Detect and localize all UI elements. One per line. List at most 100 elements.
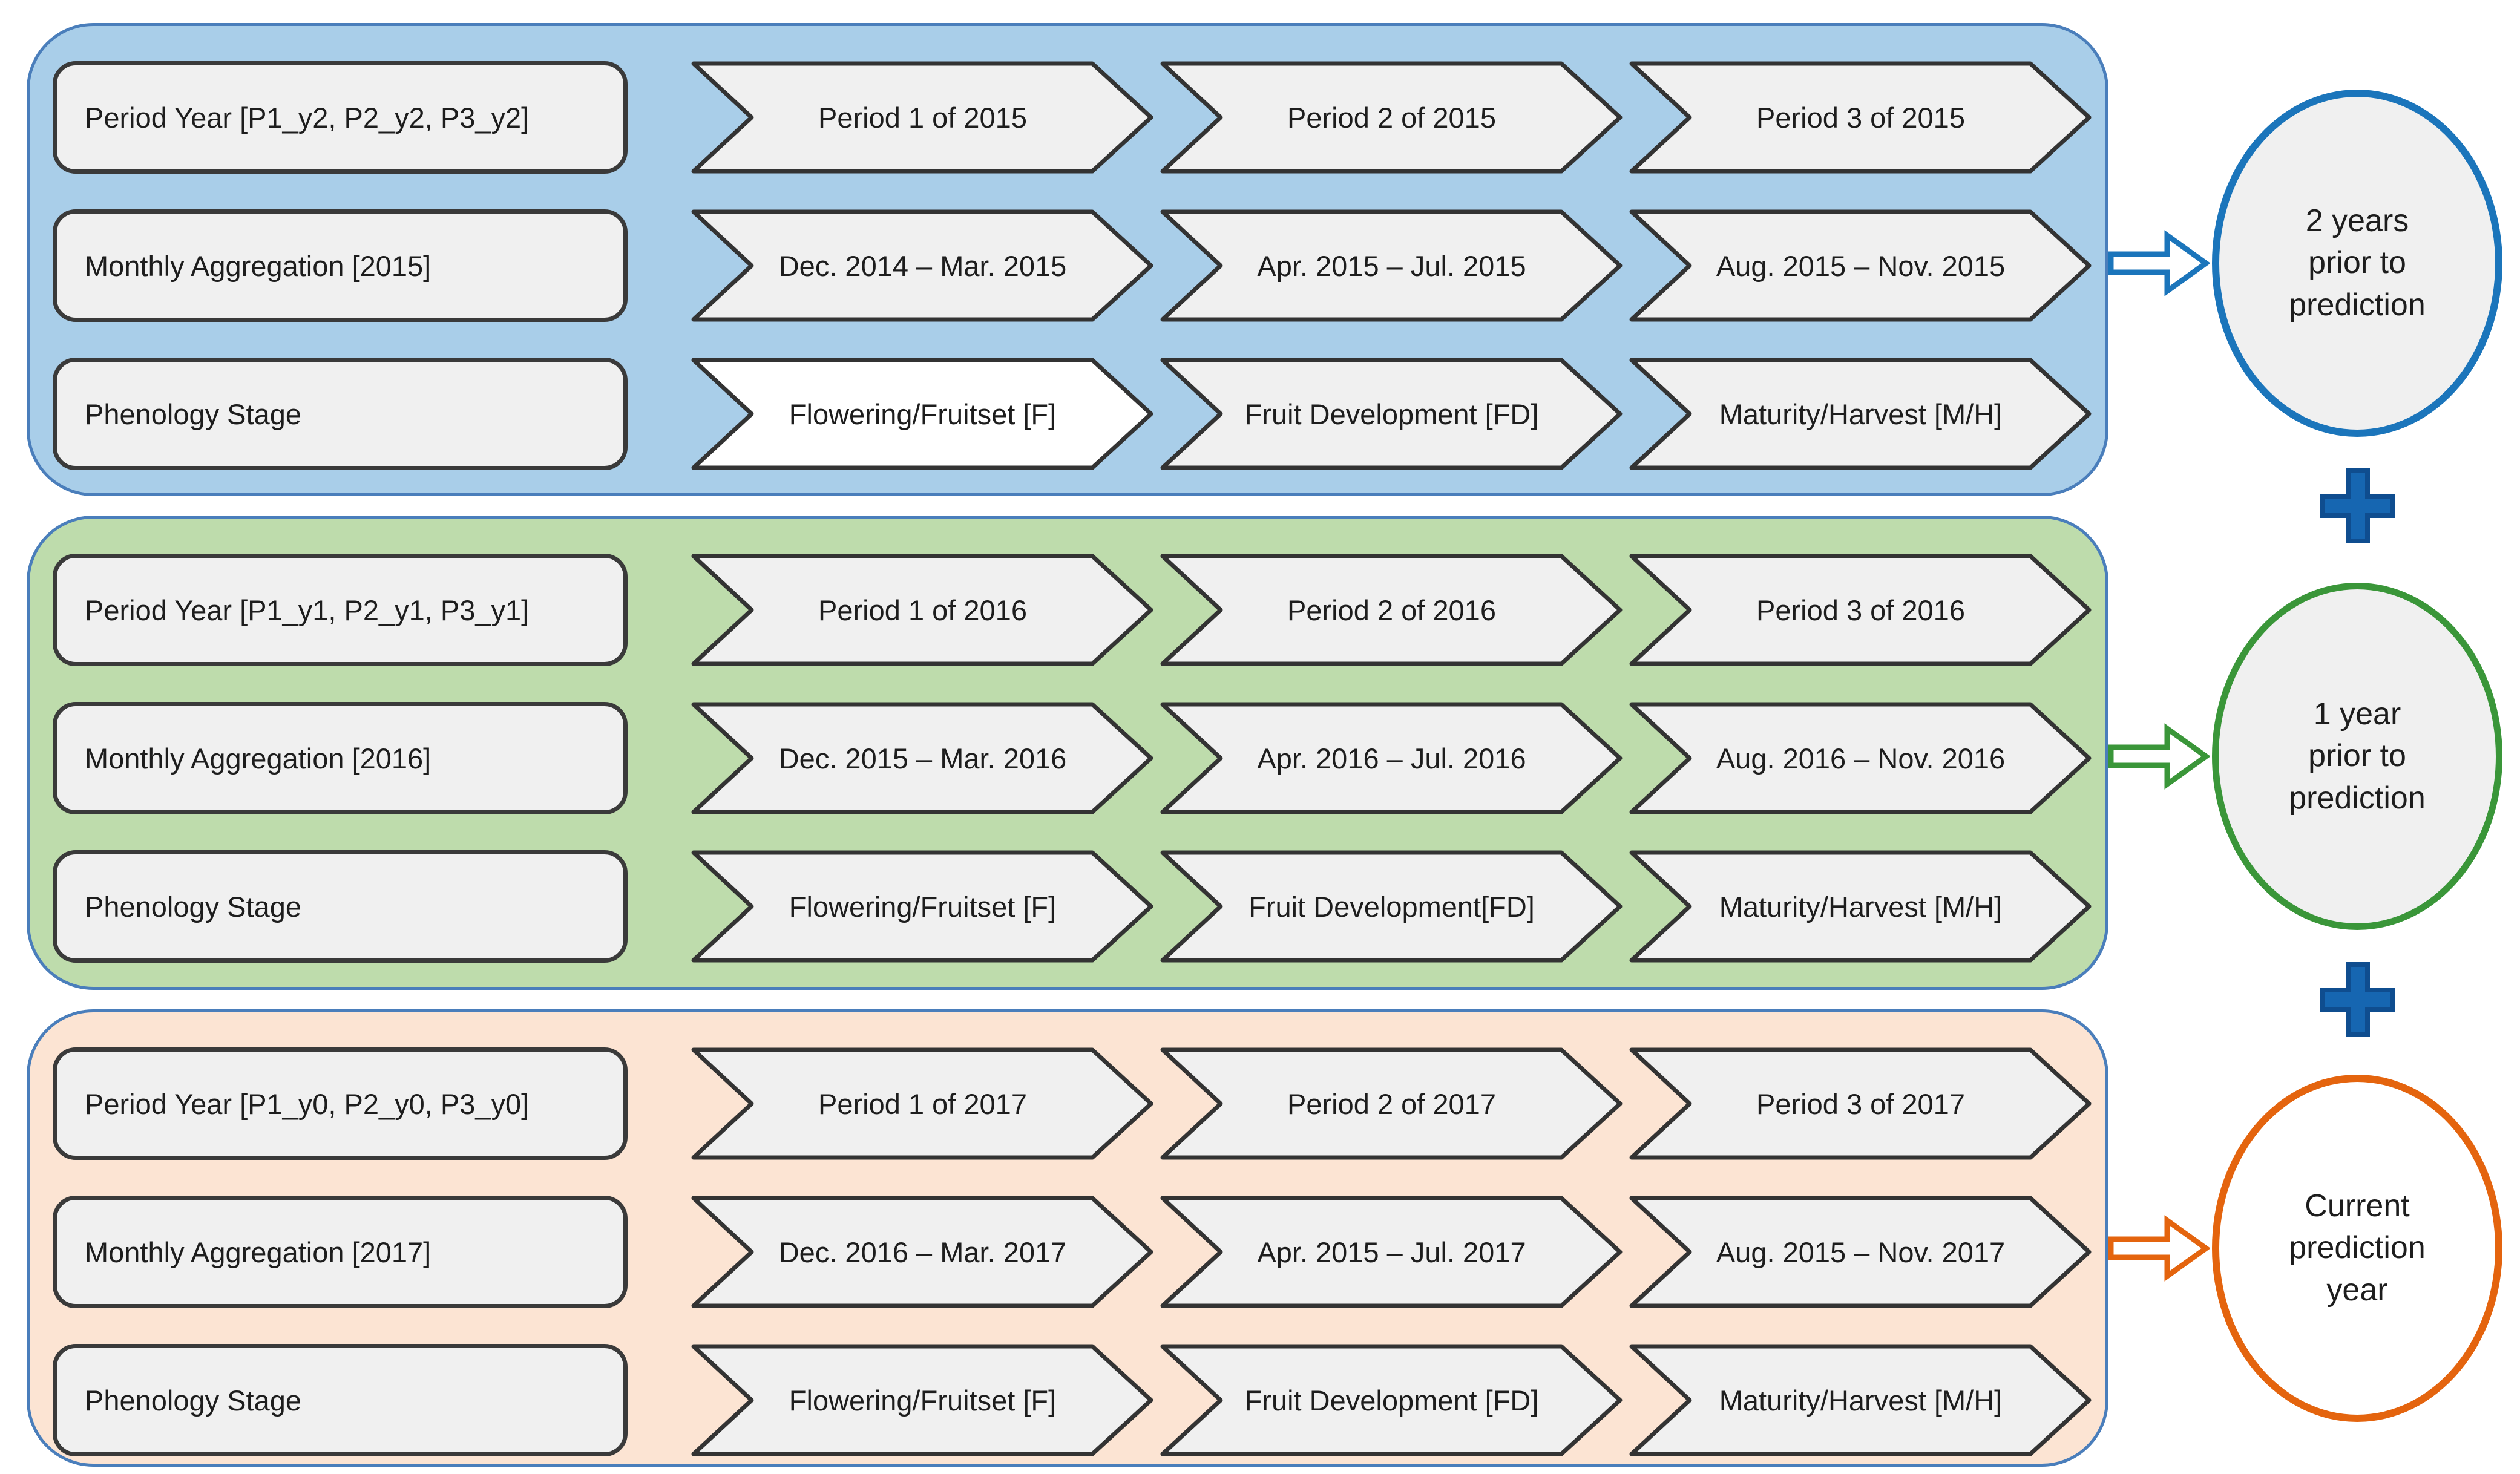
chevron-text: Fruit Development [FD] — [1244, 398, 1539, 430]
chevron-months-3-2017: Aug. 2015 – Nov. 2017 — [1629, 1196, 2092, 1308]
label-text: Period Year [P1_y1, P2_y1, P3_y1] — [85, 594, 530, 626]
chevron-text: Flowering/Fruitset [F] — [789, 398, 1057, 430]
chevron-text: Dec. 2014 – Mar. 2015 — [778, 249, 1067, 282]
chevron-text: Period 2 of 2015 — [1287, 101, 1496, 134]
label-monthly-aggregation-2017: Monthly Aggregation [2017] — [53, 1196, 628, 1308]
label-phenology-stage-2017: Phenology Stage — [53, 1344, 628, 1456]
panel-2017: Period Year [P1_y0, P2_y0, P3_y0] Period… — [27, 1009, 2108, 1467]
chevron-period-3-2017: Period 3 of 2017 — [1629, 1047, 2092, 1160]
label-text: Phenology Stage — [85, 398, 302, 430]
chevron-text: Fruit Development[FD] — [1249, 890, 1535, 923]
chevron-shape-icon — [1629, 358, 2092, 470]
chevron-text: Period 1 of 2015 — [818, 101, 1027, 134]
chevron-text: Aug. 2016 – Nov. 2016 — [1716, 742, 2006, 775]
chevron-text: Apr. 2015 – Jul. 2017 — [1257, 1236, 1526, 1268]
chevron-period-3-2016: Period 3 of 2016 — [1629, 554, 2092, 666]
chevron-months-1-2015: Dec. 2014 – Mar. 2015 — [691, 209, 1154, 322]
circle-text: 2 years prior to prediction — [2289, 203, 2426, 323]
chevron-shape-icon — [1629, 61, 2092, 174]
chevron-flowering-2016: Flowering/Fruitset [F] — [691, 850, 1154, 963]
chevron-fruit-development-2017: Fruit Development [FD] — [1160, 1344, 1623, 1456]
chevron-text: Period 3 of 2016 — [1756, 594, 1965, 626]
circle-text: 1 year prior to prediction — [2289, 696, 2426, 816]
chevron-shape-icon — [691, 702, 1153, 814]
chevron-months-3-2016: Aug. 2016 – Nov. 2016 — [1629, 702, 2092, 814]
chevron-shape-icon — [1629, 209, 2092, 322]
chevron-maturity-harvest-2016: Maturity/Harvest [M/H] — [1629, 850, 2092, 963]
label-text: Monthly Aggregation [2017] — [85, 1236, 431, 1268]
chevron-months-2-2016: Apr. 2016 – Jul. 2016 — [1160, 702, 1623, 814]
plus-icon — [2320, 468, 2395, 543]
chevron-shape-icon — [1629, 850, 2092, 963]
chevron-text: Period 3 of 2015 — [1756, 101, 1965, 134]
circle-2-years-prior: 2 years prior to prediction — [2212, 90, 2502, 437]
chevron-shape-icon — [691, 209, 1153, 322]
chevron-months-1-2017: Dec. 2016 – Mar. 2017 — [691, 1196, 1154, 1308]
chevron-shape-icon — [1629, 1047, 2092, 1160]
chevron-maturity-harvest-2015: Maturity/Harvest [M/H] — [1629, 358, 2092, 470]
label-text: Monthly Aggregation [2016] — [85, 742, 431, 775]
chevron-period-3-2015: Period 3 of 2015 — [1629, 61, 2092, 174]
chevron-shape-icon — [1629, 554, 2092, 666]
chevron-shape-icon — [1160, 209, 1623, 322]
label-monthly-aggregation-2015: Monthly Aggregation [2015] — [53, 209, 628, 322]
chevron-shape-icon — [691, 61, 1153, 174]
block-arrow-right-icon — [2108, 1215, 2210, 1282]
chevron-text: Flowering/Fruitset [F] — [789, 1384, 1057, 1417]
chevron-shape-icon — [1160, 1196, 1623, 1308]
chevron-text: Apr. 2015 – Jul. 2015 — [1257, 249, 1526, 282]
label-period-year-2017: Period Year [P1_y0, P2_y0, P3_y0] — [53, 1047, 628, 1160]
chevron-text: Maturity/Harvest [M/H] — [1719, 398, 2003, 430]
chevron-text: Period 3 of 2017 — [1756, 1087, 1965, 1120]
chevron-fruit-development-2016: Fruit Development[FD] — [1160, 850, 1623, 963]
chevron-flowering-2017: Flowering/Fruitset [F] — [691, 1344, 1154, 1456]
chevron-text: Period 2 of 2016 — [1287, 594, 1496, 626]
chevron-period-2-2016: Period 2 of 2016 — [1160, 554, 1623, 666]
label-text: Phenology Stage — [85, 1384, 302, 1417]
block-arrow-right-icon — [2108, 230, 2210, 296]
chevron-months-1-2016: Dec. 2015 – Mar. 2016 — [691, 702, 1154, 814]
label-text: Phenology Stage — [85, 890, 302, 923]
circle-text: Current prediction year — [2289, 1188, 2426, 1308]
chevron-period-1-2017: Period 1 of 2017 — [691, 1047, 1154, 1160]
chevron-text: Apr. 2016 – Jul. 2016 — [1257, 742, 1526, 775]
chevron-text: Aug. 2015 – Nov. 2015 — [1716, 249, 2006, 282]
chevron-flowering-2015: Flowering/Fruitset [F] — [691, 358, 1154, 470]
panel-2015: Period Year [P1_y2, P2_y2, P3_y2] Period… — [27, 23, 2108, 496]
chevron-period-2-2015: Period 2 of 2015 — [1160, 61, 1623, 174]
chevron-text: Period 1 of 2017 — [818, 1087, 1027, 1120]
chevron-fruit-development-2015: Fruit Development [FD] — [1160, 358, 1623, 470]
label-phenology-stage-2016: Phenology Stage — [53, 850, 628, 963]
label-period-year-2016: Period Year [P1_y1, P2_y1, P3_y1] — [53, 554, 628, 666]
chevron-period-1-2016: Period 1 of 2016 — [691, 554, 1154, 666]
chevron-months-3-2015: Aug. 2015 – Nov. 2015 — [1629, 209, 2092, 322]
chevron-months-2-2017: Apr. 2015 – Jul. 2017 — [1160, 1196, 1623, 1308]
chevron-shape-icon — [1629, 1196, 2092, 1308]
label-text: Period Year [P1_y2, P2_y2, P3_y2] — [85, 101, 530, 134]
chevron-shape-icon — [691, 554, 1153, 666]
chevron-shape-icon — [1160, 850, 1623, 963]
chevron-shape-icon — [1160, 1344, 1623, 1456]
chevron-shape-icon — [691, 1196, 1153, 1308]
chevron-shape-icon — [691, 358, 1153, 470]
chevron-shape-icon — [1160, 554, 1623, 666]
chevron-text: Dec. 2016 – Mar. 2017 — [778, 1236, 1067, 1268]
circle-1-year-prior: 1 year prior to prediction — [2212, 583, 2502, 930]
chevron-shape-icon — [1160, 61, 1623, 174]
panel-2016: Period Year [P1_y1, P2_y1, P3_y1] Period… — [27, 516, 2108, 990]
chevron-text: Aug. 2015 – Nov. 2017 — [1716, 1236, 2006, 1268]
chevron-shape-icon — [691, 1047, 1153, 1160]
chevron-text: Fruit Development [FD] — [1244, 1384, 1539, 1417]
chevron-maturity-harvest-2017: Maturity/Harvest [M/H] — [1629, 1344, 2092, 1456]
label-text: Period Year [P1_y0, P2_y0, P3_y0] — [85, 1087, 530, 1120]
chevron-shape-icon — [1629, 702, 2092, 814]
label-monthly-aggregation-2016: Monthly Aggregation [2016] — [53, 702, 628, 814]
plus-icon — [2320, 962, 2395, 1037]
block-arrow-right-icon — [2108, 723, 2210, 790]
chevron-shape-icon — [1160, 358, 1623, 470]
chevron-shape-icon — [1160, 702, 1623, 814]
chevron-period-2-2017: Period 2 of 2017 — [1160, 1047, 1623, 1160]
chevron-text: Period 1 of 2016 — [818, 594, 1027, 626]
label-period-year-2015: Period Year [P1_y2, P2_y2, P3_y2] — [53, 61, 628, 174]
